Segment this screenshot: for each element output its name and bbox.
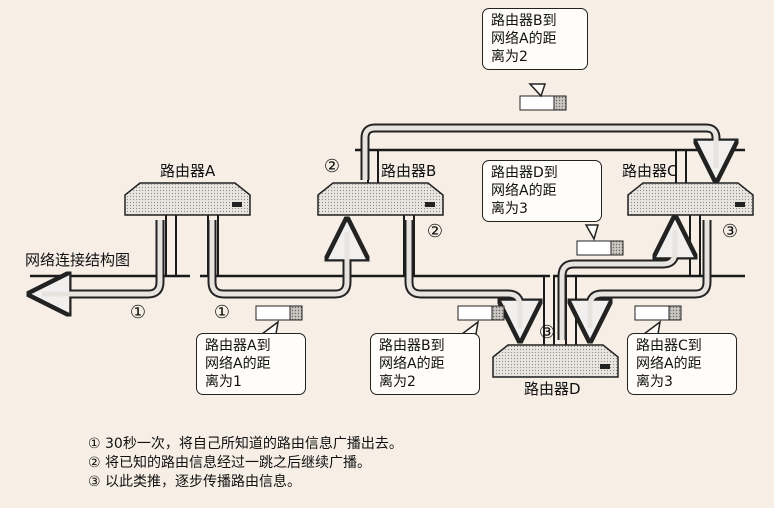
router-a-label: 路由器A: [160, 162, 216, 180]
step-marker-1-left: ①: [129, 302, 147, 323]
callout-router-b-top: 路由器B到 网络A的距 离为2: [482, 8, 588, 70]
callout-tails: [259, 83, 662, 335]
router-posts: [165, 150, 701, 345]
arrow-b-to-d: [404, 220, 520, 330]
arrow-b-to-c-top: [360, 123, 716, 180]
step-marker-2-right: ②: [426, 221, 444, 242]
step-marker-3-d: ③: [538, 322, 556, 343]
router-c-label: 路由器C: [622, 162, 678, 180]
legend-line-2: ② 将已知的路由信息经过一跳之后继续广播。: [88, 455, 371, 471]
router-d-device: [492, 344, 619, 378]
router-b-label: 路由器B: [381, 162, 437, 180]
step-marker-1-right: ①: [213, 302, 231, 323]
arrow-a-to-b: [207, 220, 347, 299]
packets: [255, 95, 682, 321]
router-c-device: [627, 182, 754, 216]
packet-top-b: [519, 95, 567, 111]
legend-line-1: ① 30秒一次，将自己所知道的路由信息广播出去。: [88, 436, 403, 452]
step-marker-3-c: ③: [721, 221, 739, 242]
arrow-c-down: [590, 220, 712, 330]
callout-router-a: 路由器A到 网络A的距 离为1: [196, 333, 306, 395]
legend-line-3: ③ 以此类推，逐步传播路由信息。: [88, 474, 302, 490]
packet-a: [255, 305, 303, 321]
arrow-d-to-c: [557, 228, 675, 340]
packet-c: [634, 305, 682, 321]
broadcast-arrows: [40, 123, 716, 340]
callout-router-c: 路由器C到 网络A的距 离为3: [627, 333, 737, 395]
diagram-title: 网络连接结构图: [25, 251, 131, 269]
router-d-label: 路由器D: [524, 380, 581, 398]
callout-router-d-top: 路由器D到 网络A的距 离为3: [482, 160, 602, 222]
callout-router-b: 路由器B到 网络A的距 离为2: [370, 333, 480, 395]
arrow-a-to-left: [40, 220, 165, 294]
router-a-device: [124, 182, 251, 216]
step-marker-2-top: ②: [323, 156, 341, 177]
router-b-device: [317, 182, 444, 216]
packet-top-d: [576, 240, 624, 256]
packet-b: [457, 305, 505, 321]
